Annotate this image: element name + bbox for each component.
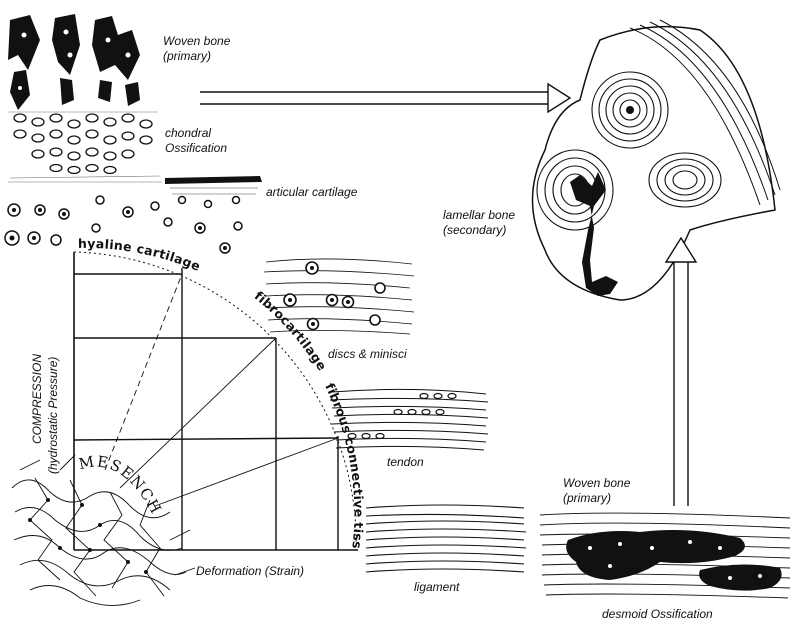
woven-bone-bottom-line1: Woven bone [563, 476, 631, 490]
desmoid-bone-illustration [539, 512, 791, 599]
lamellar-bone-illustration [531, 19, 781, 301]
arrow-to-lamellar [200, 82, 572, 114]
ligament-illustration [365, 504, 527, 573]
hyaline-cartilage-text: hyaline cartilage [78, 236, 203, 274]
articular-cartilage-label: articular cartilage [266, 185, 358, 199]
mesenchyme-cells [28, 498, 148, 574]
compression-label: COMPRESSION [30, 353, 44, 444]
strain-grid [73, 252, 358, 551]
tissue-arc [73, 251, 357, 551]
woven-bone-top-label: Woven bone (primary) [163, 34, 230, 64]
woven-bone-top-line1: Woven bone [163, 34, 231, 48]
chondral-label: chondral Ossification [165, 126, 227, 156]
woven-bone-bottom-label: Woven bone (primary) [563, 476, 630, 506]
articular-cartilage-illustration [4, 176, 262, 254]
hydrostatic-pressure-label: (hydrostatic Pressure) [46, 356, 60, 474]
hyaline-cartilage-label: hyaline cartilage [78, 236, 203, 274]
lamellar-line1: lamellar bone [443, 208, 516, 222]
lamellar-bone-label: lamellar bone (secondary) [443, 208, 515, 238]
discs-label: discs & minisci [328, 347, 407, 361]
ligament-label: ligament [414, 580, 460, 594]
woven-bone-top-illustration [8, 14, 162, 183]
woven-bone-top-line2: (primary) [163, 49, 211, 63]
chondral-line2: Ossification [165, 141, 228, 155]
deformation-label: Deformation (Strain) [196, 564, 305, 578]
arrow-up-to-lamellar [664, 236, 698, 506]
discs-illustration [263, 258, 415, 335]
tendon-label: tendon [387, 455, 424, 469]
tendon-illustration [329, 388, 489, 451]
desmoid-ossification-label: desmoid Ossification [602, 607, 713, 621]
mesenchyme-illustration [11, 454, 196, 606]
woven-bone-bottom-line2: (primary) [563, 491, 611, 505]
chondral-line1: chondral [165, 126, 212, 140]
lamellar-line2: (secondary) [443, 223, 507, 237]
